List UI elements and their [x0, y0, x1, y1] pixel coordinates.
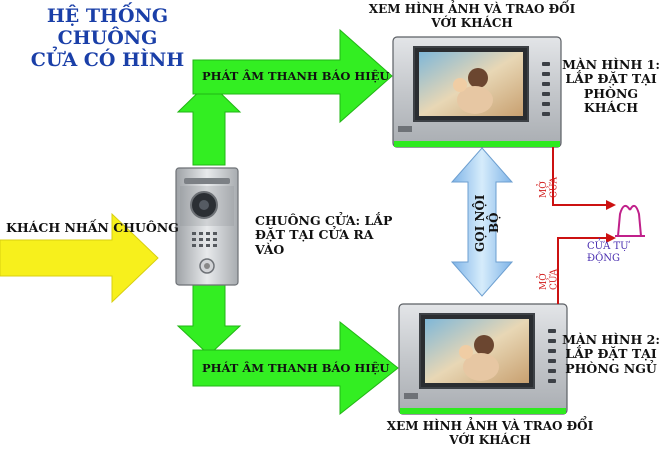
- down-arrow: [176, 284, 242, 356]
- signal-label-top: PHÁT ÂM THANH BÁO HIỆU: [202, 69, 390, 83]
- monitor-1-line-2: LẮP ĐẶT TẠI: [565, 71, 657, 87]
- signal-arrow-bottom: [192, 320, 399, 416]
- visitor-arrow: [0, 212, 159, 304]
- intercom-label: GỌI NỘI BỘ: [473, 194, 501, 252]
- monitor-2-line-3: PHÒNG NGỦ: [565, 360, 657, 376]
- visitor-rings-label: KHÁCH NHẤN CHUÔNG: [6, 220, 179, 235]
- monitor-2-line-1: MÀN HÌNH 2:: [562, 332, 660, 347]
- monitor-1-line-3: PHÒNG: [583, 85, 639, 101]
- signal-label-bottom: PHÁT ÂM THANH BÁO HIỆU: [202, 361, 390, 375]
- doorbell-label: CHUÔNG CỬA: LẮP ĐẶT TẠI CỬA RA VÀO: [255, 213, 393, 257]
- wire-arrow-bottom: [606, 233, 616, 243]
- intercom-arrow: [450, 147, 514, 297]
- title-line-2: CỬA CÓ HÌNH: [30, 48, 185, 71]
- up-arrow: [176, 81, 242, 166]
- signal-arrow-top: [192, 28, 393, 124]
- title-line-1: HỆ THỐNG CHUÔNG: [46, 5, 169, 49]
- monitor-1-line-4: KHÁCH: [583, 100, 639, 116]
- doorbell-camera-icon: [175, 167, 239, 286]
- view-bottom-line-1: XEM HÌNH ẢNH VÀ TRAO ĐỔI: [386, 419, 594, 433]
- video-monitor-icon-2: [398, 303, 568, 415]
- auto-door-label: CỬA TỰ ĐỘNG: [587, 241, 629, 264]
- wire-arrow-top: [606, 200, 616, 210]
- automatic-door-icon: [615, 204, 645, 237]
- view-bottom-line-2: VỚI KHÁCH: [449, 432, 531, 447]
- video-monitor-icon-1: [392, 36, 562, 148]
- monitor-2-line-2: LẮP ĐẶT TẠI: [565, 346, 657, 362]
- view-top-line-1: XEM HÌNH ẢNH VÀ TRAO ĐỔI: [368, 2, 576, 16]
- monitor-1-label: MÀN HÌNH 1: LẮP ĐẶT TẠI PHÒNG KHÁCH: [562, 57, 660, 116]
- monitor-2-label: MÀN HÌNH 2: LẮP ĐẶT TẠI PHÒNG NGỦ: [562, 332, 660, 376]
- view-label-bottom: XEM HÌNH ẢNH VÀ TRAO ĐỔI VỚI KHÁCH: [385, 419, 595, 448]
- view-label-top: XEM HÌNH ẢNH VÀ TRAO ĐỔI VỚI KHÁCH: [367, 2, 577, 31]
- view-top-line-2: VỚI KHÁCH: [431, 15, 513, 30]
- open-door-label-top: MỞ CỬA: [539, 177, 560, 198]
- monitor-1-line-1: MÀN HÌNH 1:: [562, 57, 660, 72]
- page-title: HỆ THỐNG CHUÔNG CỬA CÓ HÌNH: [0, 5, 215, 72]
- door-release-wires: [552, 147, 606, 304]
- open-door-label-bottom: MỞ CỬA: [539, 269, 560, 290]
